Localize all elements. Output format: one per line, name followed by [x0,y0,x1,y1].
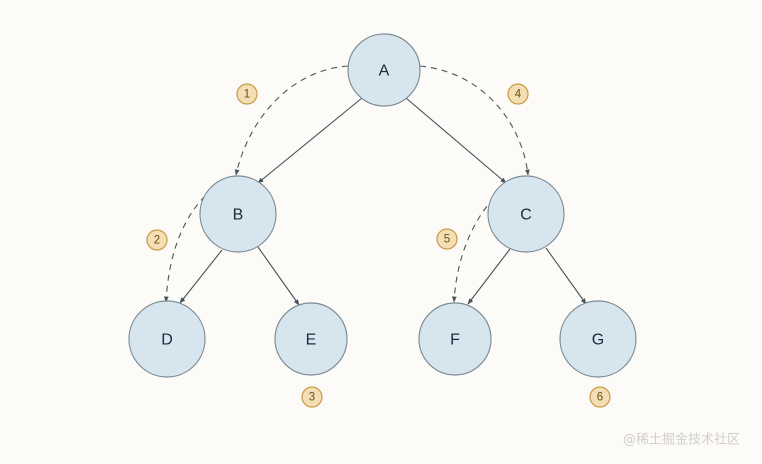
badge-circle [236,83,258,105]
badge-circle [507,83,529,105]
step-badge-5: 5 [436,228,458,250]
badge-number: 6 [597,392,603,404]
node-label: A [379,63,390,80]
badge-circle [301,386,323,408]
node-label: C [520,207,532,224]
traversal-edge-a-b [234,65,349,176]
tree-node-c[interactable]: C [487,175,565,253]
step-badge-1: 1 [236,83,258,105]
node-label: B [233,207,244,224]
tree-node-d[interactable]: D [128,300,206,378]
node-circle [487,175,565,253]
node-circle [559,300,637,378]
tree-node-e[interactable]: E [274,302,348,376]
step-badge-2: 2 [146,229,168,251]
node-label: F [450,332,460,349]
tree-node-f[interactable]: F [418,302,492,376]
badge-number: 4 [515,89,522,101]
step-badge-4: 4 [507,83,529,105]
traversal-edge-a-c [419,65,530,176]
tree-edge-c-f [467,248,511,305]
tree-edge-c-g [545,247,587,305]
tree-edge-a-c [405,97,507,184]
badge-number: 2 [154,235,160,247]
tree-edges [179,97,587,306]
step-badge-3: 3 [301,386,323,408]
node-circle [418,302,492,376]
traversal-edge-b-d [163,195,206,303]
node-circle [347,33,421,107]
tree-edge-b-d [179,249,223,304]
node-label: E [306,332,317,349]
traversal-edge-c-f [451,197,495,303]
step-badges: 1 2 3 4 5 6 [146,83,611,408]
node-label: G [592,332,604,349]
node-circle [274,302,348,376]
tree-node-a[interactable]: A [347,33,421,107]
traversal-edges [163,65,530,303]
badge-circle [589,386,611,408]
tree-edge-a-b [257,97,363,184]
badge-number: 5 [444,234,450,246]
tree-node-b[interactable]: B [199,175,277,253]
step-badge-6: 6 [589,386,611,408]
tree-node-g[interactable]: G [559,300,637,378]
tree-nodes: A B C D E F G [128,33,637,378]
node-circle [199,175,277,253]
badge-number: 3 [309,392,315,404]
badge-circle [146,229,168,251]
tree-edge-b-e [257,246,300,306]
badge-circle [436,228,458,250]
node-circle [128,300,206,378]
node-label: D [161,332,173,349]
badge-number: 1 [244,89,250,101]
watermark-label: @稀土掘金技术社区 [623,432,740,448]
